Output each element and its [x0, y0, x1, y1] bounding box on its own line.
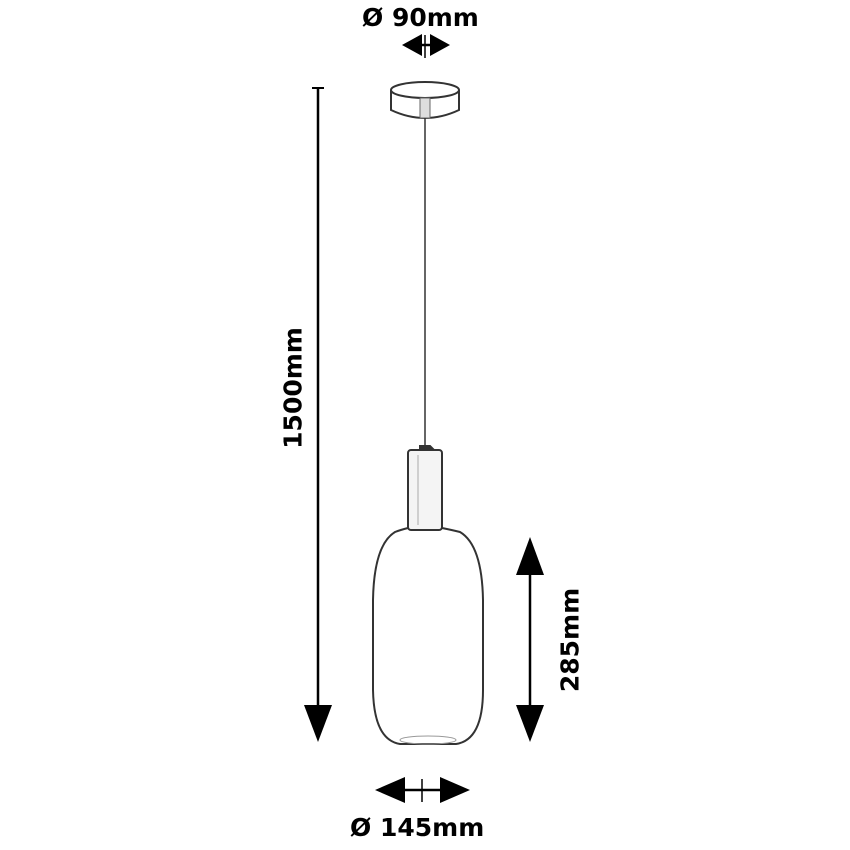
- socket: [407, 445, 443, 531]
- canopy-diameter-label: Ø 90mm: [362, 3, 479, 32]
- shade-height-label: 285mm: [555, 587, 585, 693]
- arrow-left-icon: [375, 777, 405, 803]
- arrow-left-icon: [402, 34, 422, 56]
- arrow-down-icon: [304, 705, 332, 742]
- arrow-right-icon: [430, 34, 450, 56]
- canopy-diameter-dimension-line: [402, 34, 450, 58]
- glass-shade: [372, 527, 484, 745]
- total-height-label: 1500mm: [278, 327, 308, 449]
- height-dimension-line: [304, 87, 332, 742]
- arrow-down-icon: [516, 705, 544, 742]
- shade-diameter-dimension-line: [375, 777, 470, 803]
- arrow-up-icon: [516, 537, 544, 575]
- arrow-right-icon: [440, 777, 470, 803]
- shade-height-dimension-line: [516, 537, 544, 742]
- canopy: [390, 81, 460, 119]
- shade-diameter-label: Ø 145mm: [350, 813, 485, 842]
